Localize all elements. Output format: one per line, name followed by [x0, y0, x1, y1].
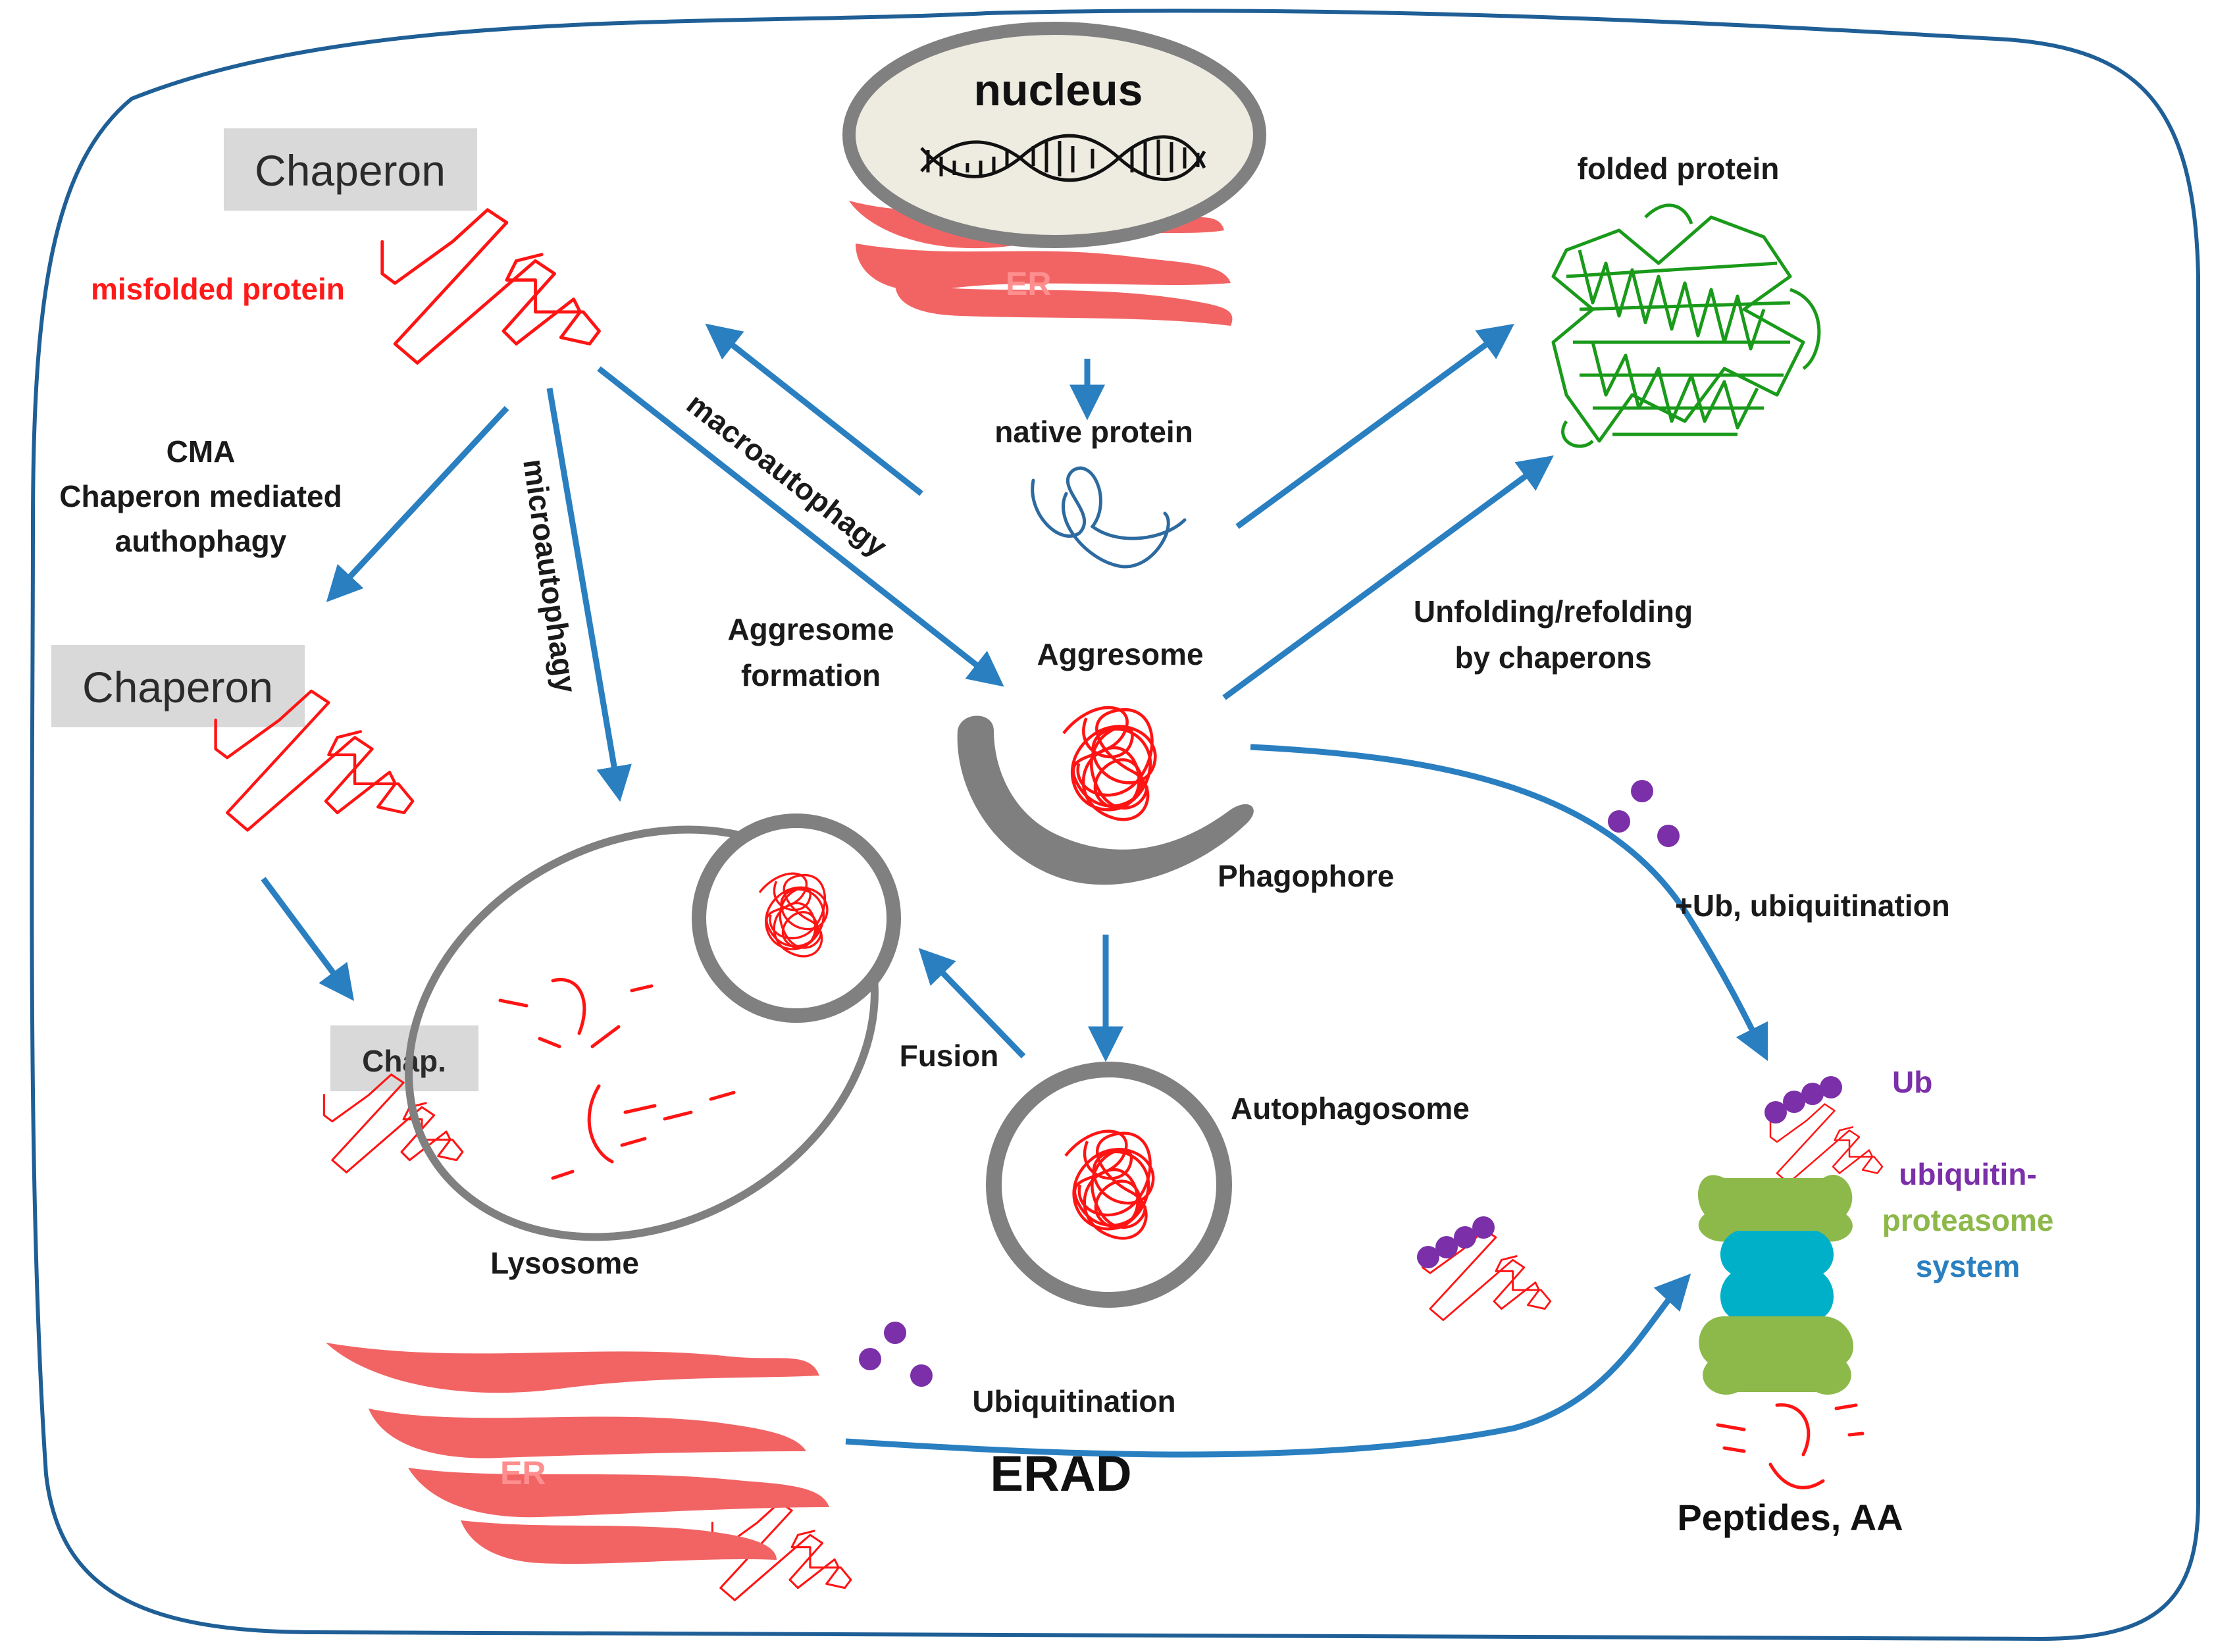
cma-label-line2: Chaperon mediated — [59, 479, 342, 513]
aggresome-tangle — [1064, 708, 1155, 819]
proteasome — [1698, 1175, 1854, 1395]
ub-dot — [859, 1348, 881, 1370]
unfolding-label-line1: Unfolding/refolding — [1414, 594, 1693, 629]
dna-icon — [920, 134, 1206, 182]
ub-dot — [1657, 825, 1680, 847]
misfolded-protein-label: misfolded protein — [91, 272, 345, 306]
cma-label-line3: authophagy — [115, 524, 287, 558]
misfolded-protein-proteasome — [1769, 1103, 1884, 1184]
unfolding-label-line2: by chaperons — [1455, 640, 1651, 675]
fusion-label: Fusion — [900, 1039, 999, 1073]
folded-protein-label: folded protein — [1578, 151, 1780, 186]
chaperon-mid-label: Chaperon — [82, 663, 273, 711]
ub-chain-mid — [1417, 1216, 1495, 1268]
ub-dot — [910, 1364, 933, 1387]
lysosome-autophagosome-fused — [692, 813, 901, 1023]
ubiquitination-plus-label: +Ub, ubiquitination — [1675, 889, 1950, 923]
arrow-aggresome-to-folded — [1222, 455, 1554, 700]
cell-membrane — [30, 9, 2200, 1641]
pathway-arrows — [261, 323, 1768, 1458]
ubiquitination-label: Ubiquitination — [972, 1384, 1175, 1418]
chap-box-small — [330, 1025, 478, 1091]
ub-dot — [884, 1322, 906, 1344]
native-protein-label: native protein — [994, 415, 1193, 449]
ups-label-line3: system — [1916, 1249, 2021, 1283]
phagophore-shape — [957, 715, 1254, 885]
arrow-fusion — [918, 948, 1026, 1059]
ups-label-line2: proteasome — [1882, 1203, 2054, 1237]
macroautophagy-label: macroautophagy — [681, 386, 894, 563]
arrow-cma — [326, 405, 509, 602]
microautophagy-label: microautophagy — [517, 457, 583, 695]
arrow-erad — [845, 1274, 1691, 1458]
lysosome-label: Lysosome — [490, 1246, 639, 1280]
misfolded-protein-top — [382, 210, 600, 363]
ups-label-line1: ubiquitin- — [1899, 1157, 2036, 1191]
erad-label: ERAD — [990, 1446, 1131, 1502]
arrow-microautophagy — [546, 388, 632, 802]
peptide-fragments — [1716, 1403, 1865, 1489]
er-bottom: ER — [326, 1343, 829, 1564]
ub-dot — [1608, 810, 1630, 833]
peptides-label: Peptides, AA — [1677, 1497, 1903, 1538]
chaperon-box-mid — [51, 645, 305, 727]
ub-label: Ub — [1892, 1065, 1932, 1099]
cma-label-line1: CMA — [167, 434, 236, 469]
aggresome-formation-line2: formation — [741, 658, 881, 692]
nucleus — [842, 22, 1266, 248]
er-top-label: ER — [1006, 265, 1051, 302]
phagophore-label: Phagophore — [1218, 859, 1394, 893]
arrow-native-to-misfolded — [705, 323, 923, 496]
nucleus-label: nucleus — [974, 65, 1143, 115]
arrow-ubiquitination — [1250, 744, 1768, 1062]
folded-protein-shape — [1551, 203, 1821, 448]
chaperon-top-label: Chaperon — [255, 146, 446, 195]
autophagosome-label: Autophagosome — [1231, 1091, 1470, 1125]
ub-chain-proteasome — [1764, 1076, 1842, 1123]
er-bottom-label: ER — [500, 1455, 546, 1491]
aggresome-formation-line1: Aggresome — [727, 612, 894, 646]
aggresome-label: Aggresome — [1037, 637, 1203, 671]
arrow-macroautophagy — [597, 366, 1004, 687]
degraded-fragments — [498, 978, 736, 1180]
native-protein-shape — [1031, 466, 1187, 569]
ub-dot — [1631, 780, 1653, 802]
chap-small-label: Chap. — [362, 1044, 446, 1078]
arrow-chaperon-to-lysosome — [261, 877, 355, 1001]
arrow-native-to-folded — [1235, 324, 1514, 529]
chaperon-box-top — [224, 128, 477, 211]
